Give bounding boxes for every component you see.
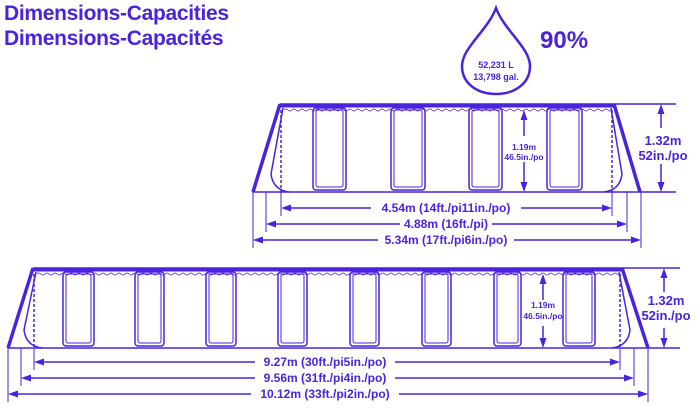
- u-frame-leg: [277, 271, 308, 347]
- u-frame-leg: [493, 271, 522, 347]
- small-inner-width: 4.54m (14ft./pi11in./po): [382, 201, 511, 215]
- large-total-height-in: 52in./po: [641, 308, 690, 323]
- u-frame-leg: [546, 107, 583, 191]
- arrowhead-left: [281, 204, 291, 212]
- u-frame-leg: [390, 107, 426, 191]
- small-total-height-m: 1.32m: [645, 133, 682, 148]
- u-frame-leg-inner: [352, 273, 377, 344]
- small-total-height-in: 52in./po: [638, 148, 687, 163]
- large-water-height-m: 1.19m: [531, 300, 556, 310]
- arrowhead-up: [539, 274, 547, 284]
- small-pool-view: [251, 103, 676, 248]
- water-surface: [36, 272, 622, 276]
- u-frame-leg: [134, 271, 165, 347]
- u-frame-leg: [312, 107, 347, 191]
- small-outer-width: 5.34m (17ft./pi6in./po): [385, 233, 508, 247]
- large-mid-width: 9.56m (31ft./pi4in./po): [264, 371, 387, 385]
- small-water-height-in: 46.5in./po: [504, 152, 543, 162]
- u-frame-leg-inner: [137, 273, 162, 344]
- arrowhead-up: [520, 110, 528, 120]
- arrowhead-right: [638, 390, 648, 398]
- u-frame-leg-inner: [496, 273, 519, 344]
- fill-percent: 90%: [540, 27, 588, 54]
- arrowhead-right: [617, 220, 627, 228]
- u-frame-leg-inner: [280, 273, 305, 344]
- capacity-gallons: 13,798 gal.: [473, 72, 519, 82]
- arrowhead-right: [624, 374, 634, 382]
- left-leg-outer: [251, 103, 282, 193]
- u-frame-leg-inner: [549, 109, 580, 188]
- liner-left: [270, 107, 290, 193]
- small-mid-width: 4.88m (16ft./pi): [404, 217, 488, 231]
- large-pool-view: [6, 267, 680, 402]
- u-frame-leg-inner: [471, 109, 500, 188]
- arrowhead-right: [602, 204, 612, 212]
- liner-left: [23, 271, 43, 349]
- u-frame-leg: [62, 271, 95, 347]
- right-leg-outer: [612, 103, 642, 193]
- water-drop-icon: [460, 4, 532, 96]
- arrowhead-down: [660, 338, 668, 348]
- u-frame-leg-inner: [393, 109, 423, 188]
- arrowhead-up: [657, 104, 665, 114]
- arrowhead-left: [21, 374, 31, 382]
- u-frame-leg-inner: [424, 273, 449, 344]
- liner-right: [603, 107, 623, 193]
- u-frame-leg-inner: [65, 273, 92, 344]
- u-frame-leg-inner: [315, 109, 344, 188]
- arrowhead-right: [610, 358, 620, 366]
- u-frame-leg-inner: [208, 273, 234, 344]
- title-english: Dimensions-Capacities: [4, 2, 229, 25]
- u-frame-leg: [562, 271, 596, 347]
- arrowhead-left: [8, 390, 18, 398]
- right-leg-outer: [620, 267, 650, 349]
- arrowhead-down: [520, 182, 528, 192]
- liner-right: [611, 271, 631, 349]
- small-water-height-m: 1.19m: [512, 142, 537, 152]
- left-leg-outer: [6, 267, 35, 349]
- arrowhead-left: [266, 220, 276, 228]
- u-frame-leg: [205, 271, 237, 347]
- water-surface: [283, 108, 613, 112]
- u-frame-leg: [468, 107, 503, 191]
- arrowhead-down: [539, 338, 547, 348]
- large-outer-width: 10.12m (33ft./pi2in./po): [260, 387, 389, 401]
- large-inner-width: 9.27m (30ft./pi5in./po): [264, 355, 387, 369]
- title-french: Dimensions-Capacités: [4, 27, 224, 50]
- arrowhead-left: [253, 236, 263, 244]
- capacity-liters: 52,231 L: [478, 60, 514, 70]
- u-frame-leg: [349, 271, 380, 347]
- arrowhead-up: [660, 268, 668, 278]
- u-frame-leg: [421, 271, 452, 347]
- large-water-height-in: 46.5in./po: [523, 311, 562, 321]
- arrowhead-right: [631, 236, 641, 244]
- u-frame-leg-inner: [565, 273, 593, 344]
- large-total-height-m: 1.32m: [648, 293, 685, 308]
- arrowhead-left: [34, 358, 44, 366]
- arrowhead-down: [657, 182, 665, 192]
